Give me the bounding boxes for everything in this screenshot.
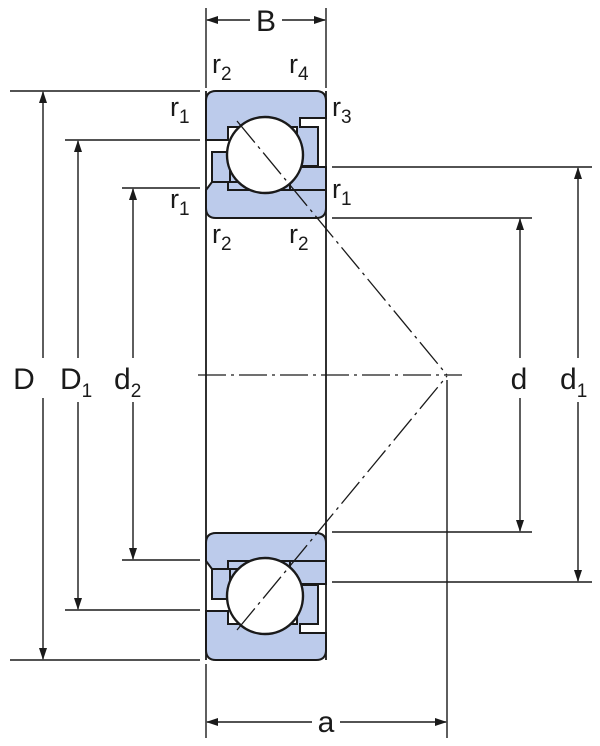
label-D: D bbox=[13, 363, 35, 396]
label-r3-upper-right: r3 bbox=[332, 92, 352, 128]
contact-line-lower bbox=[236, 375, 448, 631]
label-r1-upper-left: r1 bbox=[170, 92, 190, 128]
label-r1-lower-left: r1 bbox=[170, 184, 190, 220]
contact-line-upper bbox=[236, 120, 448, 376]
label-D1: D1 bbox=[60, 363, 92, 402]
label-a: a bbox=[318, 706, 335, 739]
label-B: B bbox=[256, 5, 276, 38]
label-r2-top-left: r2 bbox=[212, 49, 232, 85]
lower-section bbox=[204, 531, 328, 662]
label-d: d bbox=[511, 363, 528, 396]
label-r2-bottom-left: r2 bbox=[212, 219, 232, 255]
label-r2-bottom-right: r2 bbox=[289, 219, 309, 255]
upper-section bbox=[204, 89, 328, 220]
label-r4-top-right: r4 bbox=[289, 49, 309, 85]
label-d2: d2 bbox=[114, 363, 141, 402]
label-d1: d1 bbox=[560, 363, 587, 402]
label-r1-lower-right: r1 bbox=[332, 174, 352, 210]
